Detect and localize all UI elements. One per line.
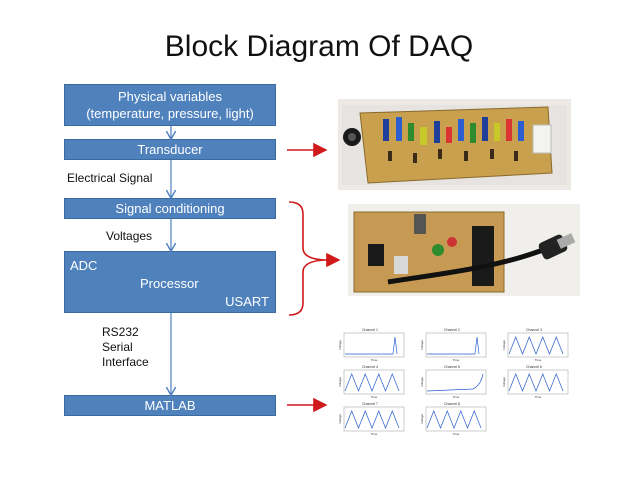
page-title: Block Diagram Of DAQ (164, 30, 474, 63)
plot-axes (343, 406, 405, 432)
rs232-line2: Serial (102, 340, 133, 354)
plot-axes (507, 369, 569, 395)
plot-axes (343, 369, 405, 395)
rs232-label: RS232 Serial Interface (102, 325, 149, 370)
plot-title: Channel 6 (526, 365, 542, 369)
plot-ylabel: Voltage (420, 340, 424, 350)
plot-axes (343, 332, 405, 358)
physical-variables-block: Physical variables (temperature, pressur… (64, 84, 276, 126)
plot-line (426, 410, 482, 429)
plot-line (427, 336, 480, 355)
plot-xlabel: Time (453, 395, 460, 399)
transducer-label: Transducer (137, 142, 203, 157)
transducer-board-photo (338, 99, 571, 190)
adc-label: ADC (70, 258, 98, 273)
physical-variables-examples: (temperature, pressure, light) (86, 106, 254, 121)
electrical-signal-label: Electrical Signal (67, 171, 153, 185)
plot-ylabel: Voltage (420, 377, 424, 387)
brace-conditioning-processor (288, 201, 326, 316)
physical-variables-label: Physical variables (117, 89, 223, 104)
plot-xlabel: Time (371, 432, 378, 436)
plot-title: Channel 1 (362, 328, 378, 332)
plot-title: Channel 3 (526, 328, 542, 332)
plot-line (344, 410, 400, 429)
plot-axes (507, 332, 569, 358)
signal-conditioning-label: Signal conditioning (115, 201, 225, 216)
plot-line (508, 373, 564, 392)
plot-ylabel: Voltage (502, 377, 506, 387)
plot-ylabel: Voltage (502, 340, 506, 350)
plot-ylabel: Voltage (338, 340, 342, 350)
voltages-label: Voltages (106, 229, 153, 243)
plot-line (426, 373, 484, 392)
matlab-label: MATLAB (144, 398, 196, 413)
usart-label: USART (225, 294, 269, 309)
plot-line (508, 336, 564, 355)
plot-line (345, 336, 398, 355)
plot-ylabel: Voltage (338, 377, 342, 387)
processor-block: ADC Processor USART (64, 251, 276, 313)
rs232-line1: RS232 (102, 325, 139, 339)
plot-title: Channel 2 (444, 328, 460, 332)
plot-xlabel: Time (453, 358, 460, 362)
plot-line (344, 373, 400, 392)
plot-title: Channel 4 (362, 365, 378, 369)
processor-label: Processor (140, 276, 199, 291)
plot-xlabel: Time (371, 395, 378, 399)
plot-xlabel: Time (535, 358, 542, 362)
processor-board-photo (348, 204, 580, 296)
plot-ylabel: Voltage (338, 414, 342, 424)
plot-title: Channel 5 (444, 365, 460, 369)
plot-xlabel: Time (535, 395, 542, 399)
plot-title: Channel 8 (444, 402, 460, 406)
plot-xlabel: Time (371, 358, 378, 362)
plot-axes (425, 332, 487, 358)
plot-ylabel: Voltage (420, 414, 424, 424)
rs232-line3: Interface (102, 355, 149, 369)
plot-title: Channel 7 (362, 402, 378, 406)
plot-axes (425, 406, 487, 432)
signal-conditioning-block: Signal conditioning (64, 198, 276, 219)
plot-xlabel: Time (453, 432, 460, 436)
